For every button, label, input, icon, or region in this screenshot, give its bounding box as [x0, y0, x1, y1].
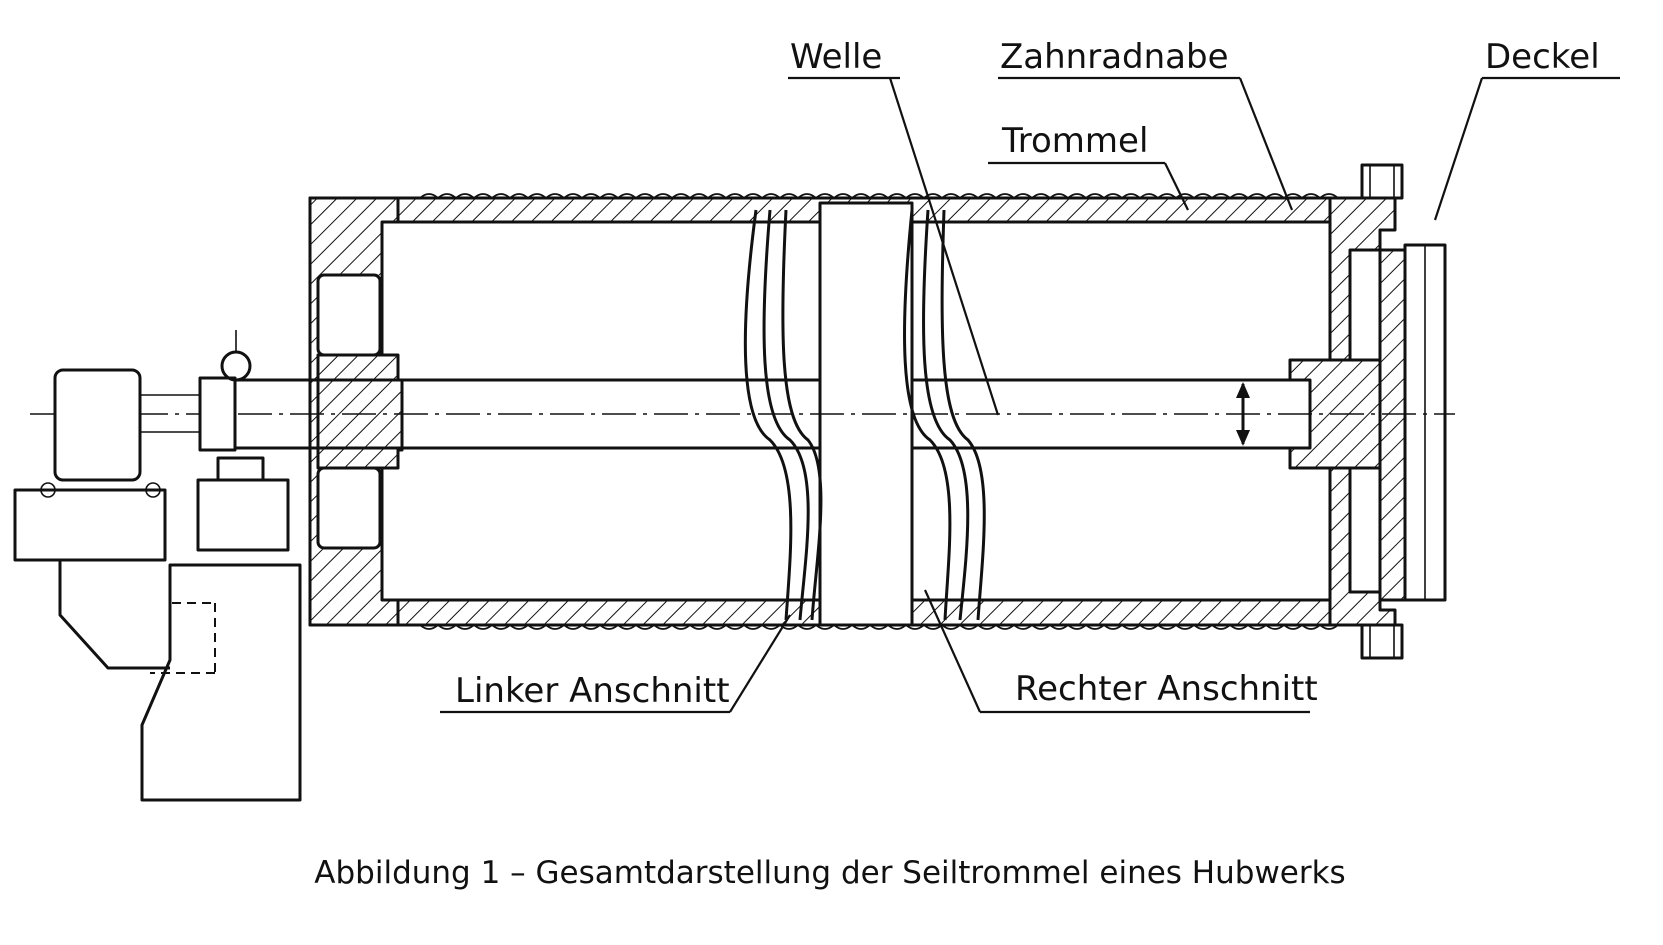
- label-trommel: Trommel: [1001, 121, 1148, 161]
- rope-grooves-bottom: [419, 624, 1339, 630]
- leader-lines: [440, 76, 1620, 714]
- drum-shell: [308, 196, 1332, 627]
- right-end: [1288, 163, 1447, 660]
- figure-caption: Abbildung 1 – Gesamtdarstellung der Seil…: [314, 855, 1345, 891]
- shaft: [230, 378, 1290, 450]
- rope-grooves-top: [419, 193, 1339, 199]
- label-welle: Welle: [790, 37, 882, 77]
- label-zahnradnabe: Zahnradnabe: [1000, 37, 1229, 77]
- drive-unit: [13, 330, 302, 802]
- label-rechter-anschnitt: Rechter Anschnitt: [1015, 669, 1318, 709]
- label-deckel: Deckel: [1485, 37, 1600, 77]
- label-linker-anschnitt: Linker Anschnitt: [455, 671, 730, 711]
